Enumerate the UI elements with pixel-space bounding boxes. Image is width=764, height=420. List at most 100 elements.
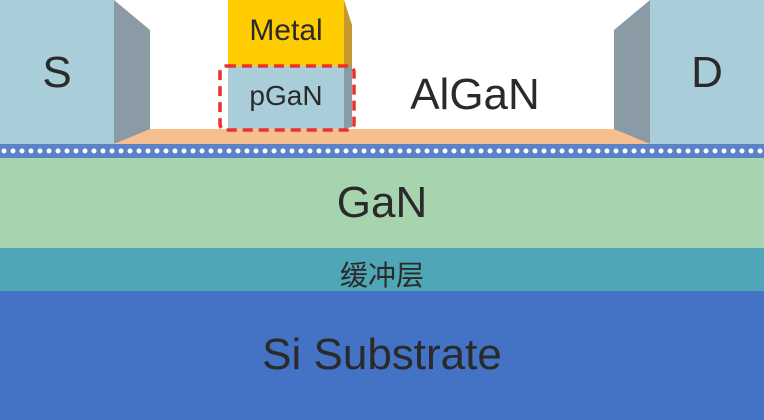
interface-dot: [486, 147, 494, 155]
interface-dot: [198, 147, 206, 155]
interface-dot: [702, 147, 710, 155]
interface-dot: [189, 147, 197, 155]
interface-dot: [63, 147, 71, 155]
interface-dot: [72, 147, 80, 155]
interface-dot: [9, 147, 17, 155]
interface-dot: [711, 147, 719, 155]
interface-dot: [549, 147, 557, 155]
interface-dot: [387, 147, 395, 155]
interface-dot: [360, 147, 368, 155]
interface-dot: [126, 147, 134, 155]
interface-dot: [81, 147, 89, 155]
interface-dot: [144, 147, 152, 155]
interface-dot: [477, 147, 485, 155]
interface-dot: [315, 147, 323, 155]
interface-dot: [117, 147, 125, 155]
interface-dot: [648, 147, 656, 155]
interface-dot: [153, 147, 161, 155]
interface-dot: [729, 147, 737, 155]
pgan-layer: [228, 66, 344, 129]
interface-dot: [252, 147, 260, 155]
gan-label: GaN: [336, 178, 428, 227]
interface-dot: [108, 147, 116, 155]
drain-contact-side: [614, 0, 650, 144]
interface-dot: [135, 147, 143, 155]
interface-dot: [27, 147, 35, 155]
interface-dot: [225, 147, 233, 155]
interface-dot: [279, 147, 287, 155]
interface-dot: [639, 147, 647, 155]
source-contact-side: [114, 0, 150, 144]
interface-dot: [405, 147, 413, 155]
interface-dot: [234, 147, 242, 155]
interface-dot: [738, 147, 746, 155]
pgan-side: [344, 66, 352, 129]
interface-dot: [207, 147, 215, 155]
substrate-label: Si Substrate: [262, 330, 502, 379]
interface-dot: [459, 147, 467, 155]
interface-dots: [0, 147, 764, 155]
interface-dot: [306, 147, 314, 155]
interface-dot: [567, 147, 575, 155]
interface-dot: [414, 147, 422, 155]
interface-dot: [180, 147, 188, 155]
interface-dot: [504, 147, 512, 155]
interface-dot: [333, 147, 341, 155]
metal-gate: [228, 0, 344, 66]
interface-dot: [558, 147, 566, 155]
interface-dot: [450, 147, 458, 155]
interface-dot: [657, 147, 665, 155]
interface-dot: [432, 147, 440, 155]
source-label: S: [42, 48, 72, 97]
buffer-layer: [0, 248, 764, 291]
gan-layer: [0, 158, 764, 248]
pgan-label: pGaN: [249, 80, 323, 111]
interface-dot: [423, 147, 431, 155]
interface-dot: [99, 147, 107, 155]
interface-dot: [342, 147, 350, 155]
interface-dot: [675, 147, 683, 155]
interface-dot: [162, 147, 170, 155]
interface-dot: [594, 147, 602, 155]
source-contact: [0, 0, 114, 144]
interface-dot: [396, 147, 404, 155]
interface-dot: [45, 147, 53, 155]
metal-gate-side: [344, 0, 352, 66]
interface-dot: [603, 147, 611, 155]
buffer-label: 缓冲层: [339, 260, 424, 291]
interface-dot: [522, 147, 530, 155]
interface-dot: [243, 147, 251, 155]
interface-dot: [261, 147, 269, 155]
interface-dot: [18, 147, 26, 155]
interface-dot: [495, 147, 503, 155]
interface-dot: [666, 147, 674, 155]
interface-dot: [576, 147, 584, 155]
interface-dot: [720, 147, 728, 155]
interface-dot: [513, 147, 521, 155]
algan-label: AlGaN: [410, 70, 540, 119]
interface-dot: [621, 147, 629, 155]
interface-dot: [369, 147, 377, 155]
interface-dot: [324, 147, 332, 155]
interface-dot: [378, 147, 386, 155]
interface-dot: [0, 147, 8, 155]
interface-dot: [747, 147, 755, 155]
interface-dot: [540, 147, 548, 155]
interface-dot: [531, 147, 539, 155]
interface-dot: [441, 147, 449, 155]
interface-dot: [297, 147, 305, 155]
drain-label: D: [691, 48, 723, 97]
interface-dot: [288, 147, 296, 155]
interface-dot: [90, 147, 98, 155]
interface-dot: [468, 147, 476, 155]
interface-dot: [270, 147, 278, 155]
interface-dot: [351, 147, 359, 155]
interface-dot: [54, 147, 62, 155]
interface-dot: [171, 147, 179, 155]
interface-dot: [684, 147, 692, 155]
interface-dot: [612, 147, 620, 155]
interface-dot: [693, 147, 701, 155]
interface-dot: [36, 147, 44, 155]
metal-label: Metal: [249, 14, 323, 47]
